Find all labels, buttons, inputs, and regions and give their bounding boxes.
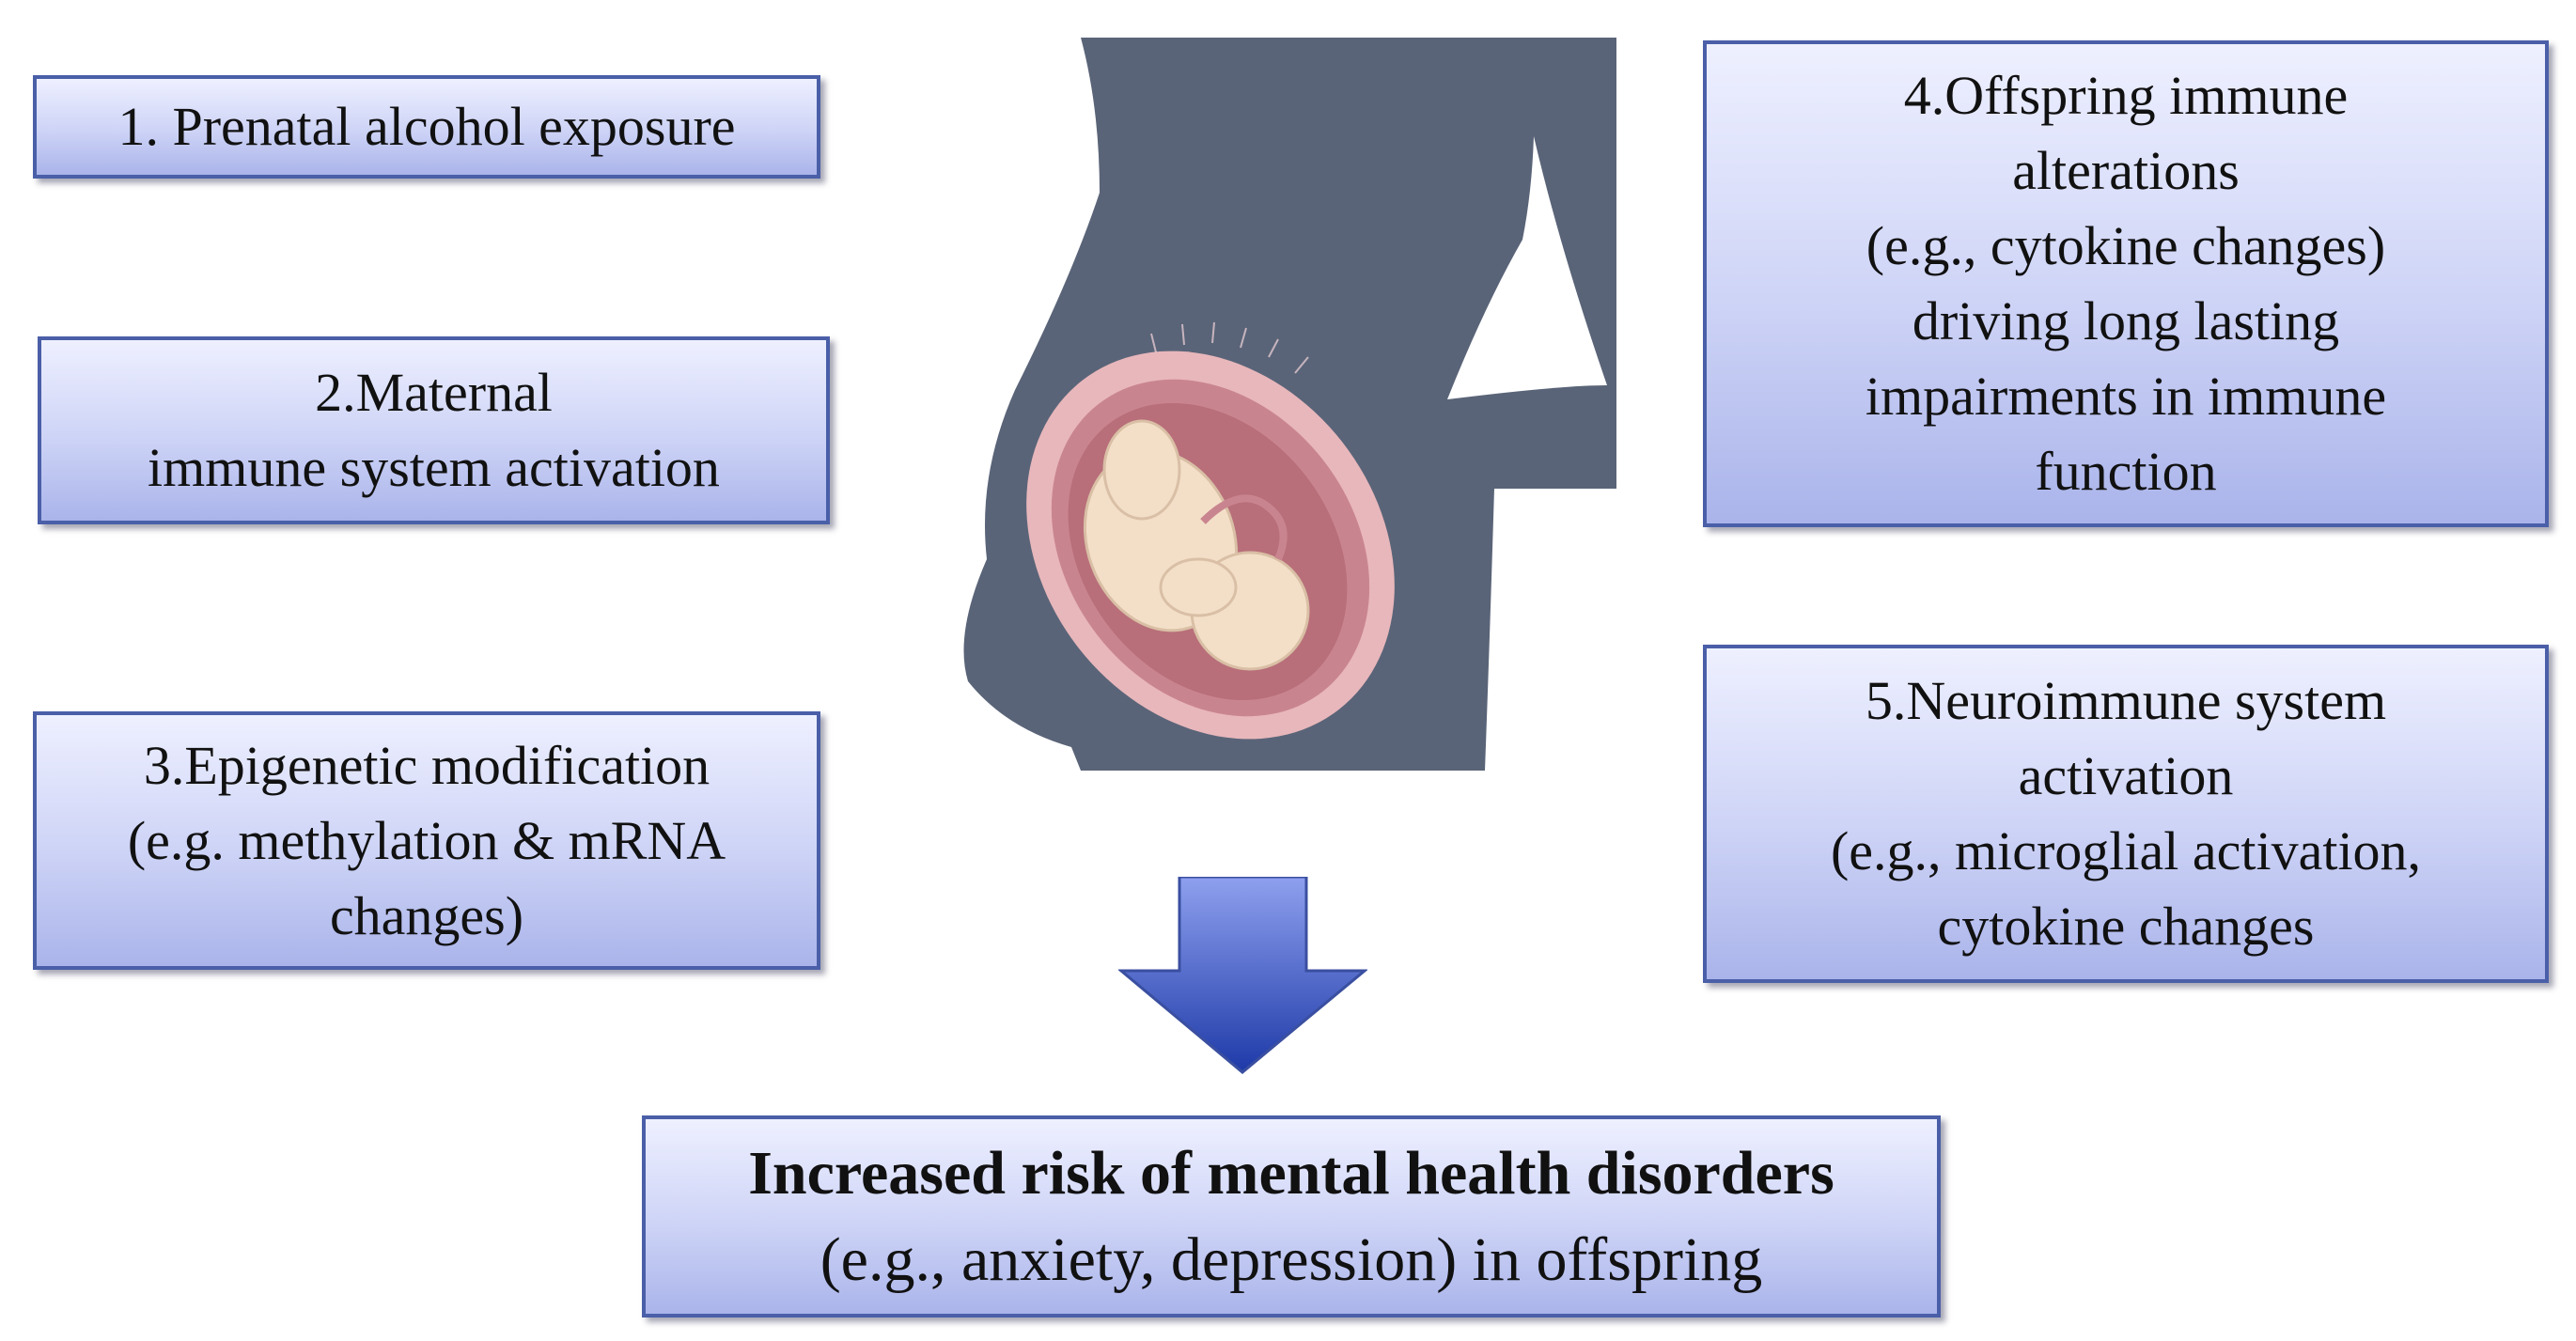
factor-box-prenatal-alcohol: 1. Prenatal alcohol exposure	[33, 75, 820, 179]
box-text-line: activation	[2018, 745, 2234, 806]
umbilical-cord	[1200, 494, 1288, 561]
box-text-line: driving long lasting	[1912, 290, 2340, 351]
glow-lines	[1150, 321, 1309, 374]
box-text-line: 1. Prenatal alcohol exposure	[117, 96, 736, 157]
outcome-detail: (e.g., anxiety, depression) in offspring	[820, 1224, 1763, 1294]
box-text-line: immune system activation	[148, 437, 720, 498]
box-text-line: 3.Epigenetic modification	[143, 734, 710, 796]
outcome-box: Increased risk of mental health disorder…	[642, 1115, 1941, 1318]
box-text-line: 2.Maternal	[315, 362, 553, 423]
silhouette-cutout	[1447, 136, 1607, 399]
box-text-line: 4.Offspring immune	[1903, 65, 2349, 126]
box-text-line: cytokine changes	[1937, 896, 2315, 957]
factor-box-maternal-immune: 2.Maternal immune system activation	[38, 336, 830, 524]
factor-box-offspring-immune: 4.Offspring immune alterations (e.g., cy…	[1703, 40, 2549, 527]
factor-box-neuroimmune: 5.Neuroimmune system activation (e.g., m…	[1703, 645, 2549, 983]
pregnant-silhouette-with-fetus-icon	[963, 38, 1616, 771]
box-text-line: changes)	[329, 884, 524, 946]
factor-box-epigenetic: 3.Epigenetic modification (e.g. methylat…	[33, 711, 820, 970]
box-text-line: (e.g. methylation & mRNA	[127, 809, 726, 871]
box-text-line: 5.Neuroimmune system	[1865, 670, 2387, 731]
box-text-line: function	[2035, 441, 2217, 502]
box-text-line: alterations	[2012, 140, 2240, 201]
box-text-line: impairments in immune	[1865, 366, 2387, 427]
down-arrow-icon	[1118, 877, 1367, 1074]
outcome-headline: Increased risk of mental health disorder…	[748, 1138, 1834, 1208]
box-text-line: (e.g., cytokine changes)	[1866, 215, 2386, 276]
fetus-shape	[1083, 419, 1310, 671]
box-text-line: (e.g., microglial activation,	[1830, 820, 2422, 881]
